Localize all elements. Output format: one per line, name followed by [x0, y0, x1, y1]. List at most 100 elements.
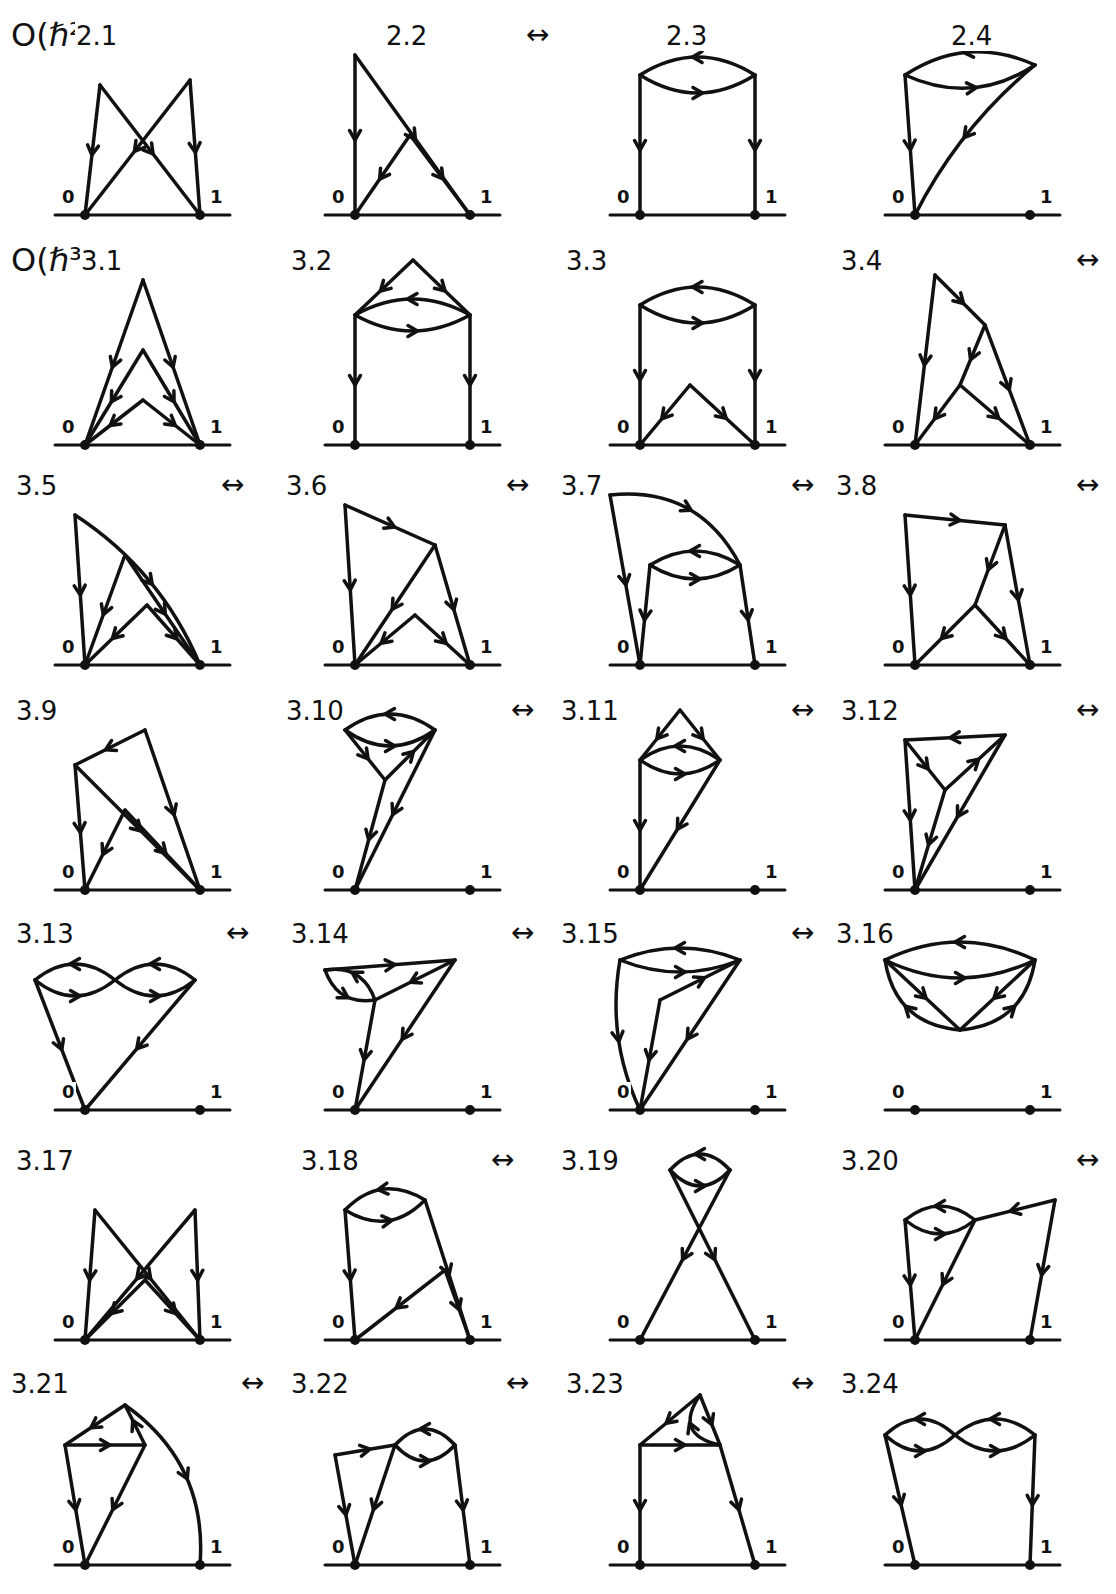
edge-arrowhead: [53, 1039, 63, 1050]
edge-arrowhead: [132, 1421, 142, 1432]
ground-point: [910, 1560, 920, 1570]
edge-arrowhead: [408, 326, 418, 337]
equivalence-arrow: ↔: [790, 470, 815, 501]
edge-arrowhead: [189, 143, 200, 153]
edge-arrowhead: [966, 83, 976, 94]
edge-arrowhead: [70, 991, 80, 1002]
graph-edge: [720, 1445, 755, 1565]
edge-arrowhead: [74, 823, 85, 833]
ground-point-label: 0: [616, 862, 631, 882]
ground-point: [635, 1105, 645, 1115]
graph-edge: [85, 350, 143, 445]
edge-arrowhead: [990, 1446, 1000, 1457]
ground-point-label: 1: [1039, 862, 1054, 882]
edge-arrowhead: [1004, 1006, 1015, 1017]
edge-arrowhead: [110, 415, 121, 425]
graph-number: 3.20: [840, 1147, 900, 1176]
edge-arrowhead: [994, 988, 1005, 999]
ground-point: [195, 660, 205, 670]
equivalence-arrow: ↔: [1075, 245, 1100, 276]
edge-arrowhead: [433, 168, 443, 179]
ground-point: [635, 440, 645, 450]
ground-point-label: 1: [479, 862, 494, 882]
edge-arrowhead: [435, 633, 446, 643]
graph-edge: [445, 1270, 470, 1340]
graph-edge: [147, 605, 200, 665]
ground-point-label: 1: [209, 187, 224, 207]
edge-arrowhead: [675, 741, 685, 752]
graph-edge: [885, 960, 960, 1030]
graph-number: 3.3: [565, 247, 608, 276]
edge-arrowhead: [352, 972, 363, 982]
ground-point: [465, 210, 475, 220]
graph-number: 3.10: [285, 697, 345, 726]
graph-edge: [355, 730, 435, 890]
graph-number: 3.12: [840, 697, 900, 726]
edge-arrowhead: [964, 127, 974, 138]
edge-arrowhead: [918, 758, 928, 769]
edge-arrowhead: [675, 967, 685, 978]
ground-point-label: 1: [1039, 1312, 1054, 1332]
graph-number: 3.2: [290, 247, 333, 276]
graph-edge: [345, 505, 355, 665]
edge-arrowhead: [101, 604, 111, 615]
ground-point: [750, 660, 760, 670]
edge-arrowhead: [935, 408, 945, 419]
graph-edge: [85, 1210, 195, 1340]
graph-edge: [915, 735, 1005, 890]
ground-point-label: 0: [61, 862, 76, 882]
ground-point-label: 0: [891, 417, 906, 437]
edge-arrowhead: [164, 391, 174, 402]
ground-point-label: 0: [61, 187, 76, 207]
graph-edge: [75, 730, 145, 765]
ground-point: [750, 1560, 760, 1570]
graph-edge: [75, 515, 85, 665]
edge-arrowhead: [680, 501, 691, 511]
edge-arrowhead: [165, 415, 176, 425]
edge-arrowhead: [915, 988, 926, 999]
edge-arrowhead: [690, 574, 700, 585]
ground-point: [195, 210, 205, 220]
ground-point-label: 1: [209, 1537, 224, 1557]
graph-edge: [75, 515, 200, 665]
edge-arrowhead: [915, 1414, 925, 1425]
graph-number: 3.1: [80, 247, 123, 276]
graph-edge: [85, 980, 195, 1110]
edge-arrowhead: [675, 1440, 685, 1451]
edge-arrowhead: [1010, 1204, 1021, 1215]
edge-arrowhead: [635, 140, 646, 150]
edge-arrowhead: [380, 168, 390, 179]
edge-arrowhead: [942, 1273, 952, 1284]
edge-arrowhead: [750, 140, 761, 150]
graph-edge: [355, 615, 415, 665]
graph-edge: [455, 1445, 470, 1565]
graph-edge: [640, 760, 720, 890]
ground-point: [465, 885, 475, 895]
edge-arrowhead: [1027, 1495, 1038, 1505]
edge-arrowhead: [446, 599, 457, 610]
edge-arrowhead: [941, 628, 952, 639]
equivalence-arrow: ↔: [525, 20, 550, 51]
edge-arrowhead: [366, 829, 377, 840]
ground-point-label: 1: [209, 637, 224, 657]
edge-arrowhead: [990, 1414, 1000, 1425]
edge-arrowhead: [955, 973, 965, 984]
ground-point-label: 1: [764, 187, 779, 207]
graph-edge: [415, 615, 470, 665]
edge-arrowhead: [988, 408, 999, 418]
edge-arrowhead: [640, 610, 651, 620]
ground-point: [195, 1335, 205, 1345]
edge-arrowhead: [935, 1229, 945, 1240]
edge-arrowhead: [695, 1149, 705, 1160]
graph-edge: [975, 1200, 1055, 1220]
edge-arrowhead: [420, 1424, 430, 1435]
edge-arrowhead: [134, 141, 144, 152]
ground-point: [465, 1335, 475, 1345]
edge-arrowhead: [950, 732, 960, 743]
graph-number: 3.19: [560, 1147, 620, 1176]
graph-edge: [355, 260, 413, 315]
equivalence-arrow: ↔: [790, 695, 815, 726]
graph-edge: [85, 810, 125, 890]
graph-edge: [125, 1405, 201, 1565]
